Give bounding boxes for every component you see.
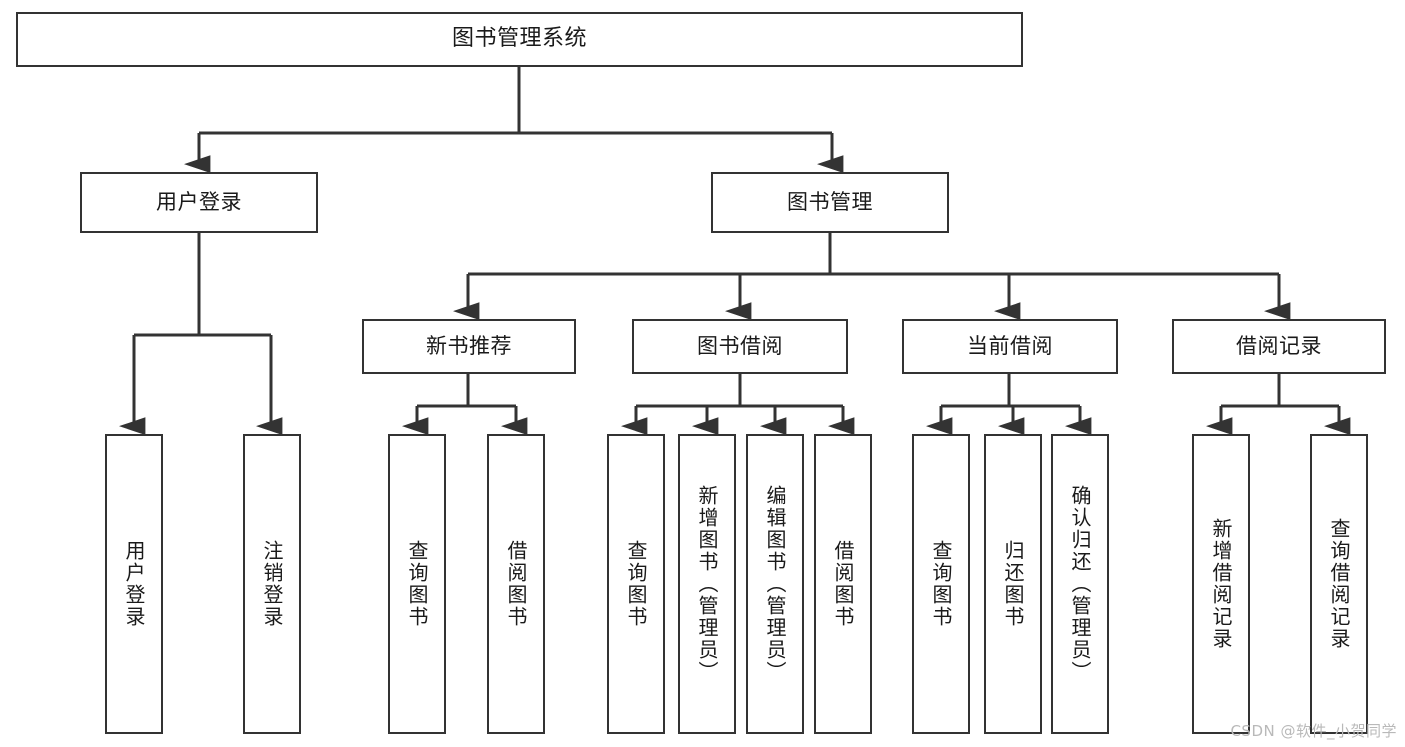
node-current-borrow[interactable]: 当前借阅	[902, 319, 1118, 374]
node-leaf-edit-book-label: 编辑图书（管理员）	[763, 485, 787, 683]
node-leaf-query-record[interactable]: 查询借阅记录	[1310, 434, 1368, 734]
node-leaf-borrow-book-b-label: 借阅图书	[831, 540, 855, 628]
node-leaf-add-book-label: 新增图书（管理员）	[695, 485, 719, 683]
node-leaf-borrow-book-a[interactable]: 借阅图书	[487, 434, 545, 734]
node-root[interactable]: 图书管理系统	[16, 12, 1023, 67]
node-book-mgmt-label: 图书管理	[787, 189, 873, 214]
node-leaf-add-record[interactable]: 新增借阅记录	[1192, 434, 1250, 734]
node-leaf-query-book-b[interactable]: 查询图书	[607, 434, 665, 734]
node-new-book-rec[interactable]: 新书推荐	[362, 319, 576, 374]
node-leaf-return-book-label: 归还图书	[1001, 540, 1025, 628]
node-leaf-user-login[interactable]: 用户登录	[105, 434, 163, 734]
node-leaf-borrow-book-a-label: 借阅图书	[504, 540, 528, 628]
node-leaf-borrow-book-b[interactable]: 借阅图书	[814, 434, 872, 734]
node-leaf-confirm-return[interactable]: 确认归还（管理员）	[1051, 434, 1109, 734]
watermark: CSDN @软件_小贺同学	[1230, 722, 1397, 740]
node-leaf-add-record-label: 新增借阅记录	[1209, 518, 1233, 650]
node-leaf-query-book-b-label: 查询图书	[624, 540, 648, 628]
node-borrow-record[interactable]: 借阅记录	[1172, 319, 1386, 374]
node-new-book-rec-label: 新书推荐	[426, 333, 512, 358]
node-borrow-record-label: 借阅记录	[1236, 333, 1322, 358]
node-leaf-user-logout[interactable]: 注销登录	[243, 434, 301, 734]
node-leaf-add-book[interactable]: 新增图书（管理员）	[678, 434, 736, 734]
node-leaf-return-book[interactable]: 归还图书	[984, 434, 1042, 734]
node-leaf-query-book-a-label: 查询图书	[405, 540, 429, 628]
node-leaf-edit-book[interactable]: 编辑图书（管理员）	[746, 434, 804, 734]
node-leaf-user-logout-label: 注销登录	[260, 540, 284, 628]
node-user-login-label: 用户登录	[156, 189, 242, 214]
node-leaf-query-book-a[interactable]: 查询图书	[388, 434, 446, 734]
node-book-mgmt[interactable]: 图书管理	[711, 172, 949, 233]
node-leaf-query-book-c-label: 查询图书	[929, 540, 953, 628]
node-root-label: 图书管理系统	[451, 26, 587, 52]
node-user-login[interactable]: 用户登录	[80, 172, 318, 233]
node-book-borrow[interactable]: 图书借阅	[632, 319, 848, 374]
node-leaf-query-book-c[interactable]: 查询图书	[912, 434, 970, 734]
node-current-borrow-label: 当前借阅	[967, 333, 1053, 358]
node-leaf-user-login-label: 用户登录	[122, 540, 146, 628]
node-leaf-confirm-return-label: 确认归还（管理员）	[1068, 485, 1092, 683]
node-book-borrow-label: 图书借阅	[697, 333, 783, 358]
node-leaf-query-record-label: 查询借阅记录	[1327, 518, 1351, 650]
